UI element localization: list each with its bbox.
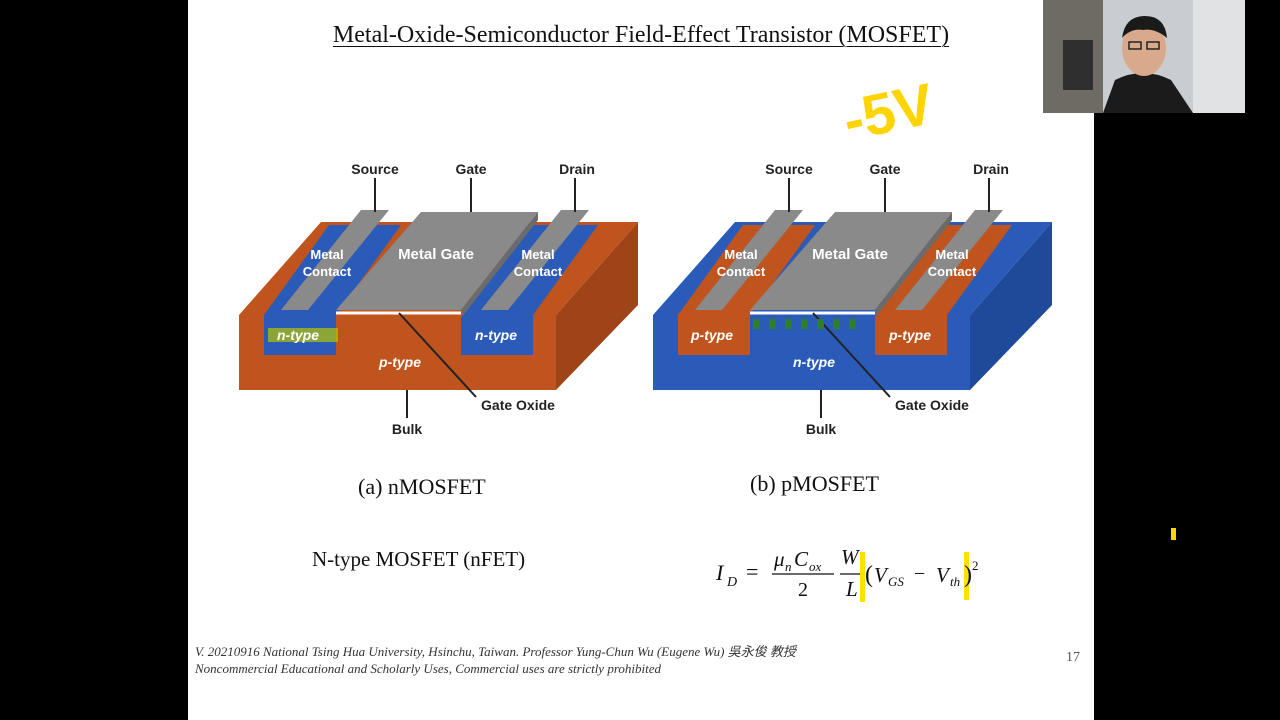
svg-text:W: W — [841, 545, 861, 569]
pmosfet-caption: (b) pMOSFET — [750, 471, 879, 496]
nmosfet-diagram: Source Gate Drain Metal Gate Metal Conta… — [239, 161, 638, 437]
p-type-label: p-type — [888, 327, 931, 343]
slide-footer: V. 20210916 National Tsing Hua Universit… — [195, 643, 796, 677]
svg-text:V: V — [874, 563, 889, 587]
metal-contact-label: Contact — [514, 264, 563, 279]
bulk-label: Bulk — [392, 421, 423, 437]
presenter-image — [1043, 0, 1245, 113]
svg-text:−: − — [914, 563, 925, 585]
metal-contact-label: Contact — [303, 264, 352, 279]
slide-title: Metal-Oxide-Semiconductor Field-Effect T… — [332, 22, 950, 48]
p-type-label: p-type — [690, 327, 733, 343]
page-number: 17 — [1066, 650, 1080, 665]
metal-contact-label: Metal — [310, 247, 343, 262]
svg-text:μ: μ — [773, 547, 785, 571]
gate-oxide-label: Gate Oxide — [481, 397, 555, 413]
svg-text:C: C — [794, 547, 809, 571]
nfet-label: N-type MOSFET (nFET) — [312, 547, 526, 571]
footer-line: V. 20210916 National Tsing Hua Universit… — [195, 644, 796, 659]
svg-text:I: I — [715, 560, 725, 585]
metal-contact-label: Metal — [935, 247, 968, 262]
n-type-label: n-type — [793, 354, 835, 370]
svg-text:2: 2 — [798, 579, 808, 601]
svg-text:GS: GS — [888, 574, 904, 589]
pmosfet-diagram: Source Gate Drain Metal Gate Metal Conta… — [653, 161, 1052, 437]
metal-contact-label: Metal — [521, 247, 554, 262]
pen-cursor — [1171, 528, 1176, 540]
svg-text:L: L — [845, 577, 858, 601]
handwritten-annotation: -5V — [838, 71, 940, 153]
metal-contact-label: Metal — [724, 247, 757, 262]
metal-contact-label: Contact — [928, 264, 977, 279]
bulk-label: Bulk — [806, 421, 837, 437]
svg-text:ox: ox — [809, 559, 822, 574]
p-type-label: p-type — [378, 354, 421, 370]
slide: Metal-Oxide-Semiconductor Field-Effect T… — [188, 0, 1094, 720]
metal-gate-label: Metal Gate — [812, 246, 888, 263]
source-label: Source — [351, 161, 399, 177]
presenter-video — [1043, 0, 1245, 113]
n-type-label: n-type — [277, 327, 319, 343]
drain-label: Drain — [559, 161, 595, 177]
svg-text:n: n — [785, 559, 792, 574]
svg-text:D: D — [726, 575, 737, 590]
gate-label: Gate — [455, 161, 486, 177]
n-type-label: n-type — [475, 327, 517, 343]
metal-contact-label: Contact — [717, 264, 766, 279]
metal-gate-label: Metal Gate — [398, 246, 474, 263]
source-label: Source — [765, 161, 813, 177]
drain-current-equation: I D = μ n C ox 2 W L ( V GS − V th ) 2 — [715, 545, 979, 602]
svg-text:): ) — [964, 562, 972, 588]
svg-text:=: = — [746, 559, 758, 584]
gate-oxide-label: Gate Oxide — [895, 397, 969, 413]
nmosfet-caption: (a) nMOSFET — [358, 474, 486, 499]
svg-text:V: V — [936, 563, 951, 587]
svg-text:th: th — [950, 574, 960, 589]
svg-text:(: ( — [865, 562, 873, 588]
footer-line: Noncommercial Educational and Scholarly … — [195, 661, 662, 676]
svg-text:2: 2 — [972, 558, 979, 573]
svg-text:-5V: -5V — [838, 71, 940, 153]
drain-label: Drain — [973, 161, 1009, 177]
gate-label: Gate — [869, 161, 900, 177]
